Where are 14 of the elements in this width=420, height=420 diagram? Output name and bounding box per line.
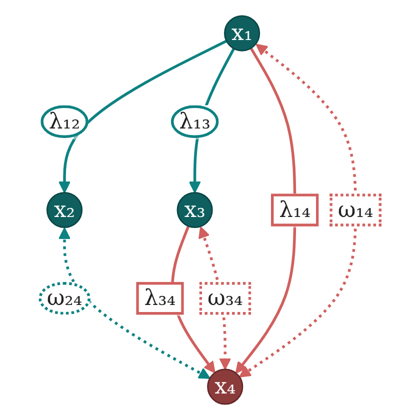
edge-label: λ₁₄	[279, 196, 311, 222]
arrow	[58, 227, 210, 379]
node-circle: x₃	[176, 192, 213, 228]
edge-label: λ₁₃	[179, 107, 210, 134]
arrow	[58, 40, 228, 194]
edge-label: ω₁₄	[338, 196, 374, 222]
edge-label: ω₂₄	[46, 284, 82, 310]
node-circle: x₁	[224, 15, 260, 52]
edge-label: ω₃₄	[207, 284, 243, 310]
node-circle: x₄	[207, 368, 244, 405]
node-circle: x₂	[46, 192, 83, 228]
edge-label: λ₁₂	[48, 107, 80, 134]
arrow	[238, 44, 357, 378]
edge-label: λ₃₄	[144, 284, 176, 310]
